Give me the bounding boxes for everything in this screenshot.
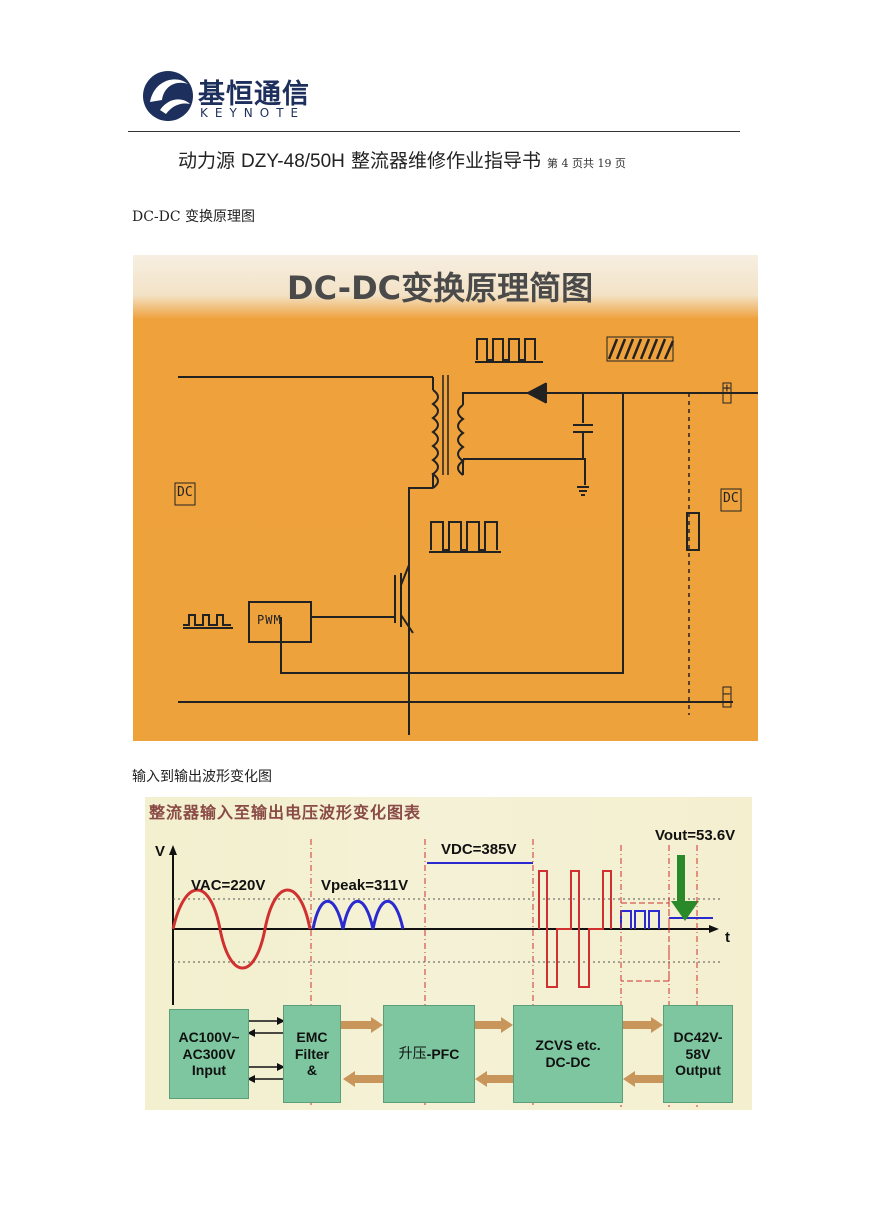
- waveform-title: 整流器输入至输出电压波形变化图表: [149, 803, 422, 822]
- diode-bar: [545, 383, 758, 403]
- rectified-output-pulses: [620, 910, 660, 929]
- pfc-label-cn: 升压: [398, 1045, 427, 1062]
- vac-label: VAC=220V: [191, 877, 266, 894]
- waveform-figure: 整流器输入至输出电压波形变化图表: [145, 797, 752, 1110]
- secondary-coil: [457, 404, 465, 476]
- ref-lines: [173, 898, 720, 963]
- vpeak-rectified-wave: [311, 899, 405, 930]
- waveform-svg: [169, 839, 720, 1107]
- box-boost-pfc: 升压-PFC: [383, 1005, 475, 1103]
- stage-separators: [310, 839, 698, 1107]
- pwm-input-pulses: [183, 614, 231, 626]
- capacitor: [573, 393, 593, 460]
- section1-caption: DC-DC 变换原理图: [132, 209, 256, 225]
- title-rest: 整流器维修作业指导书: [344, 150, 541, 172]
- header-rule: [128, 131, 740, 132]
- box-dcdc: ZCVS etc. DC-DC: [513, 1005, 623, 1103]
- dc-left-label: DC: [177, 485, 193, 500]
- pwm-label: PWM: [257, 613, 282, 627]
- vac-sine-wave: [171, 888, 312, 970]
- axis-v-label: V: [155, 843, 166, 860]
- vout-label: Vout=53.6V: [655, 827, 736, 844]
- minus-box: [722, 686, 732, 708]
- page-number: 第 4 页共 19 页: [546, 157, 626, 170]
- vpeak-label: Vpeak=311V: [321, 877, 409, 894]
- plus-box: [722, 382, 732, 404]
- dc-right-label: DC: [723, 491, 739, 506]
- title-prefix: 动力源: [178, 150, 242, 172]
- minus-label: −: [723, 687, 731, 702]
- load-resistor: [686, 512, 700, 551]
- switch-waveform: [430, 521, 498, 551]
- wire-output-return: [280, 393, 624, 674]
- box-emc-filter: EMC Filter &: [283, 1005, 341, 1103]
- primary-coil: [431, 389, 439, 489]
- diode-triangle: [525, 382, 546, 404]
- vdc-label: VDC=385V: [441, 841, 517, 858]
- hatched-waveform-box: [606, 336, 674, 362]
- wire-primary-down: [408, 473, 434, 735]
- dc-right-box: [720, 488, 742, 512]
- document-title: 动力源 DZY-48/50H 整流器维修作业指导书第 4 页共 19 页: [178, 146, 626, 173]
- logo-text-en: KEYNOTE: [200, 106, 306, 120]
- hf-square-wave: [538, 870, 612, 988]
- pfc-label-en: -PFC: [426, 1045, 460, 1062]
- igbt-symbol: [394, 564, 410, 627]
- title-model: DZY-48/50H: [241, 151, 345, 172]
- keynote-logo-icon: [143, 71, 193, 121]
- company-logo: 基恒通信 KEYNOTE: [140, 66, 355, 126]
- axis-t-label: t: [725, 929, 730, 946]
- box-dc-output: DC42V- 58V Output: [663, 1005, 733, 1103]
- schematic-title: DC-DC变换原理简图: [287, 269, 594, 307]
- section2-caption: 输入到输出波形变化图: [132, 769, 272, 785]
- schematic-svg: [174, 336, 758, 735]
- plus-label: +: [723, 381, 731, 396]
- dc-left-box: [174, 482, 196, 506]
- transformer-core: [442, 375, 449, 475]
- logo-text-cn: 基恒通信: [198, 79, 310, 110]
- box-ac-input: AC100V~ AC300V Input: [169, 1009, 249, 1099]
- secondary-waveform: [476, 338, 536, 361]
- dcdc-schematic-figure: DC-DC变换原理简图: [133, 255, 758, 741]
- ground-symbol: [577, 486, 589, 496]
